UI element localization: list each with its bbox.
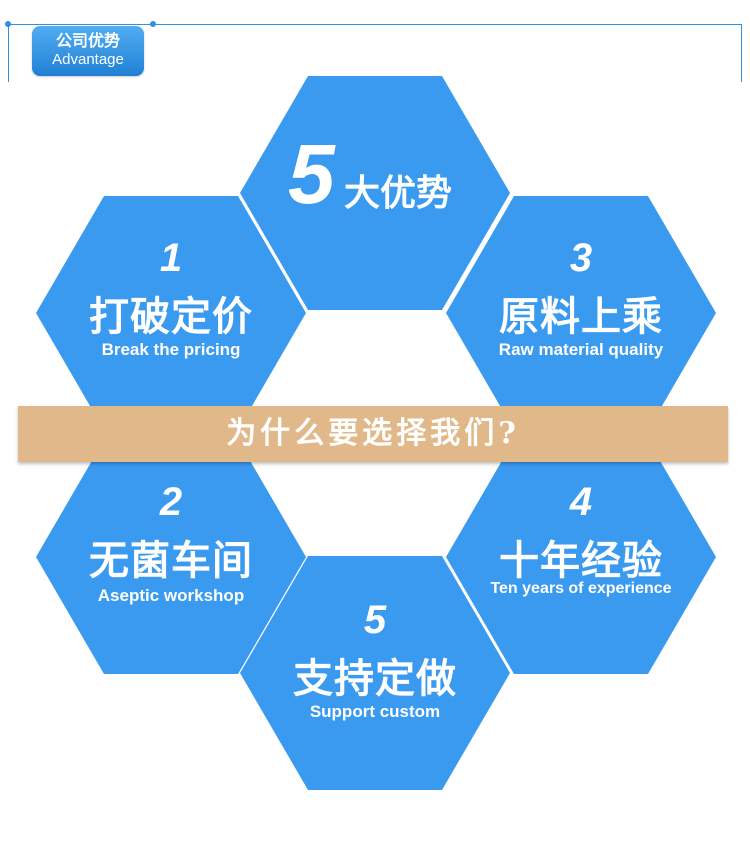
advantage-1-subtitle: Break the pricing: [101, 340, 241, 359]
advantage-3-subtitle: Raw material quality: [498, 340, 664, 359]
advantage-4-number: 4: [569, 480, 593, 524]
hex-advantage-3: 3 原料上乘 Raw material quality: [446, 196, 716, 430]
hex-advantage-5: 5 支持定做 Support custom: [240, 556, 510, 790]
advantage-2-title: 无菌车间: [89, 538, 253, 584]
hex-advantage-4: 4 十年经验 Ten years of experience: [446, 440, 716, 674]
hex-advantage-1: 1 打破定价 Break the pricing: [36, 196, 306, 430]
frame-dot-right: [150, 21, 156, 27]
hex-five-advantages: 5 大优势: [240, 76, 510, 310]
advantage-5-title: 支持定做: [293, 656, 457, 702]
advantage-5-number: 5: [363, 598, 387, 642]
center-number: 5: [288, 127, 335, 221]
advantage-1-title: 打破定价: [89, 294, 253, 340]
why-choose-us-banner: 为什么要选择我们?: [18, 406, 728, 462]
advantage-2-number: 2: [159, 480, 183, 524]
frame-dot-left: [5, 21, 11, 27]
badge-title-zh: 公司优势: [55, 31, 120, 50]
advantage-5-subtitle: Support custom: [309, 702, 441, 721]
center-label: 大优势: [344, 173, 453, 214]
hex-advantage-2: 2 无菌车间 Aseptic workshop: [36, 440, 306, 674]
advantage-4-title: 十年经验: [499, 538, 663, 584]
advantage-4-subtitle: Ten years of experience: [490, 580, 672, 597]
badge-title-en: Advantage: [52, 51, 124, 68]
advantage-3-title: 原料上乘: [499, 294, 663, 340]
advantage-badge: 公司优势 Advantage: [32, 26, 144, 76]
advantage-3-number: 3: [569, 236, 593, 280]
advantage-1-number: 1: [159, 236, 183, 280]
header-frame: [8, 24, 742, 82]
advantage-2-subtitle: Aseptic workshop: [97, 586, 245, 605]
